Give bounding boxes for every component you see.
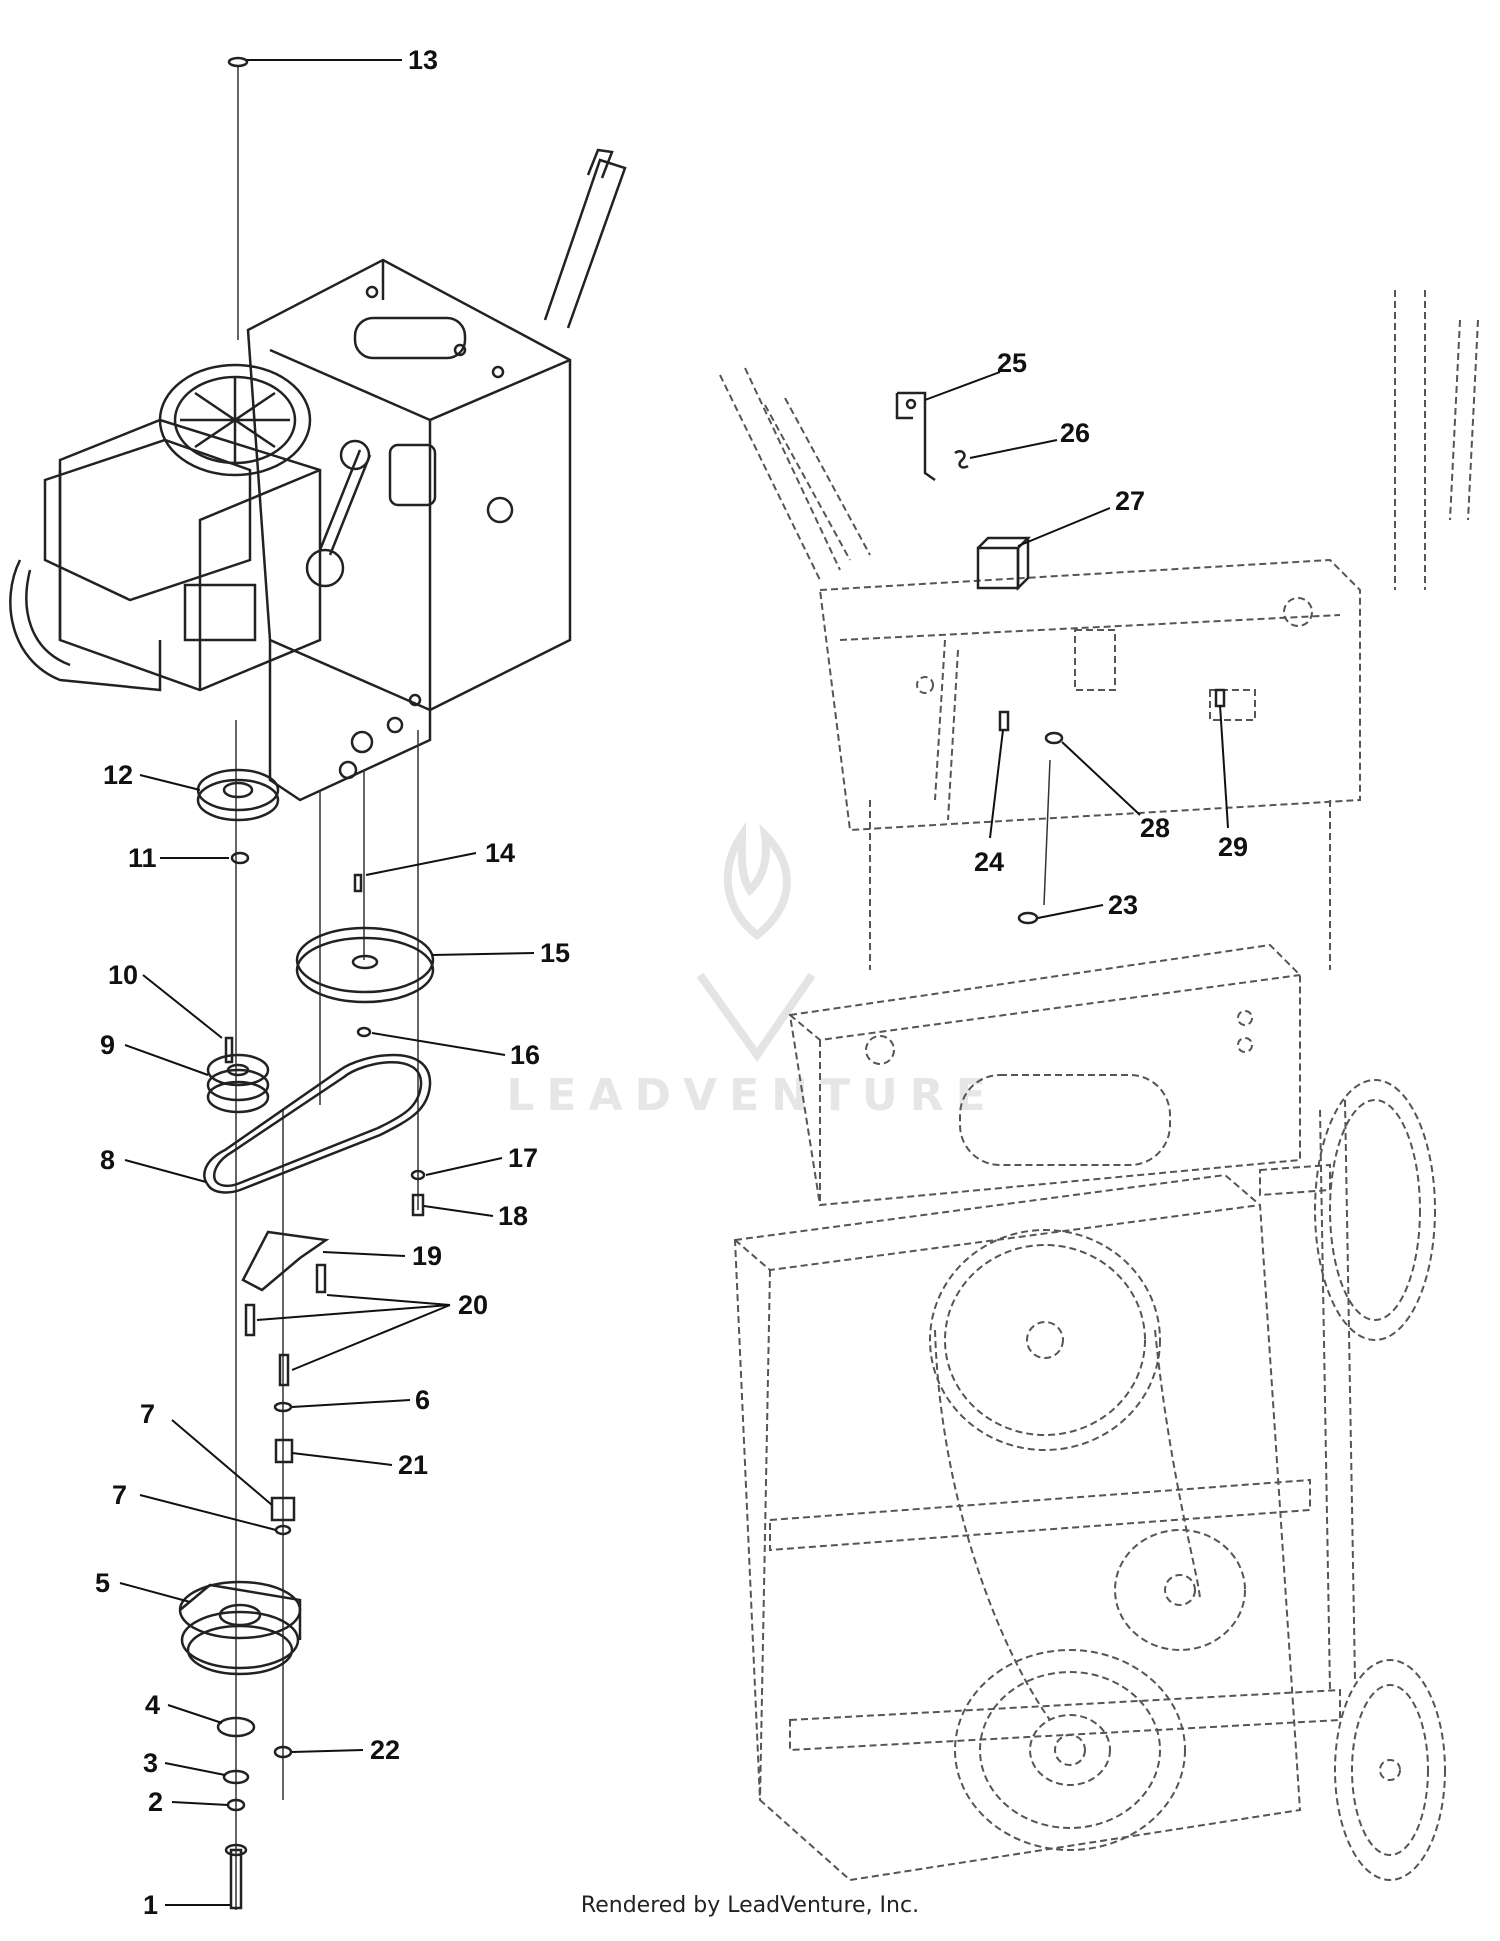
callout-17: 17 [508,1143,538,1173]
callout-29: 29 [1218,832,1248,862]
engine-assembly [9,148,627,802]
leadventure-logo [696,821,816,1062]
callout-8: 8 [100,1145,115,1175]
callout-3: 3 [143,1748,158,1778]
callout-leaders [119,59,1229,1906]
callout-28: 28 [1140,813,1170,843]
callout-25: 25 [997,348,1027,378]
callout-5: 5 [95,1568,110,1598]
exploded-parts [178,56,435,1910]
callout-21: 21 [398,1450,428,1480]
callout-19: 19 [412,1241,442,1271]
watermark-text: LEADVENTURE [506,1070,997,1121]
callout-9: 9 [100,1030,115,1060]
callout-7: 7 [140,1399,155,1429]
callout-12: 12 [103,760,133,790]
callout-24: 24 [974,847,1004,877]
callout-6a: 6 [415,1385,430,1415]
callout-1: 1 [143,1890,158,1920]
callout-2: 2 [148,1787,163,1817]
callout-11: 11 [128,843,157,873]
callout-22: 22 [370,1735,400,1765]
callout-4: 4 [145,1690,160,1720]
callout-13: 13 [408,45,438,75]
callout-15: 15 [540,938,570,968]
callout-20: 20 [458,1290,488,1320]
callout-18: 18 [498,1201,528,1231]
centre-lines [235,66,419,1910]
render-credit: Rendered by LeadVenture, Inc. [580,1893,920,1918]
callout-23: 23 [1108,890,1138,920]
callout-16: 16 [510,1040,540,1070]
callout-14: 14 [485,838,515,868]
callout-26: 26 [1060,418,1090,448]
callout-10: 10 [108,960,138,990]
callout-27: 27 [1115,486,1145,516]
callout-6b: 7 [112,1480,127,1510]
snowblower-assembly [719,290,1479,1882]
switch-parts [895,391,1226,925]
callout-numbers: 13 12 11 14 15 10 16 9 8 17 18 19 20 6 2… [95,45,1248,1920]
